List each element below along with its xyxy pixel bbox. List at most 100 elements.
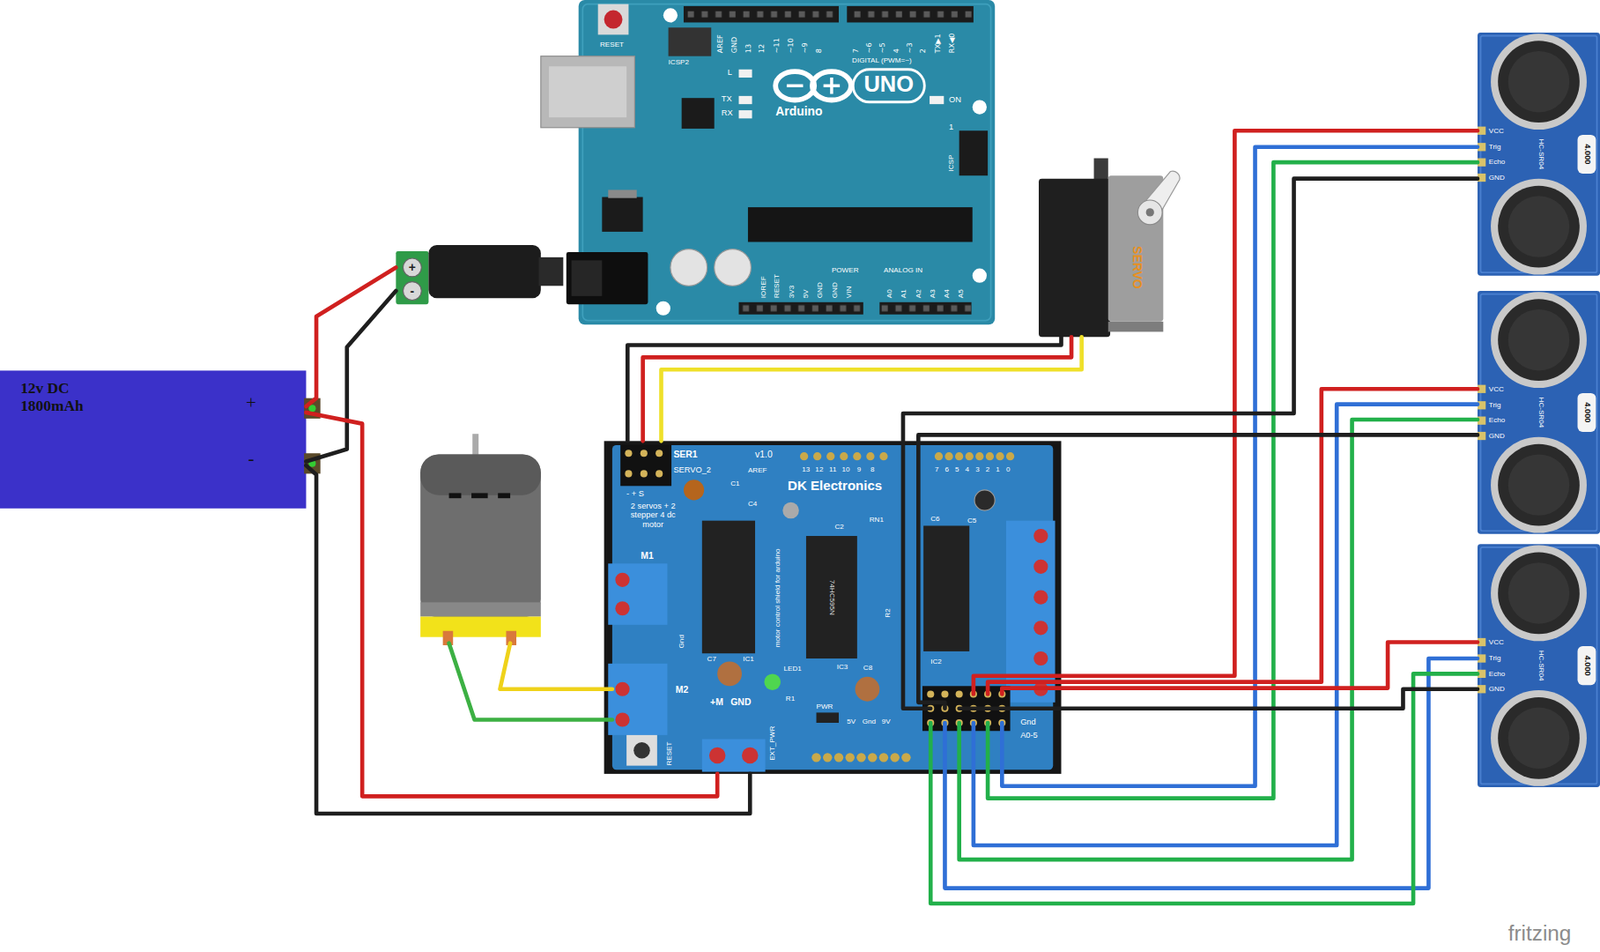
- board-label: RX: [721, 109, 734, 119]
- motor-shield-art: [1033, 651, 1048, 666]
- wire: [944, 658, 1478, 889]
- polarity-sign: -: [410, 284, 415, 298]
- board-label: IOREF: [759, 275, 768, 298]
- wire: [643, 336, 1072, 441]
- motor-wire: [500, 643, 613, 689]
- board-label: 5: [955, 465, 960, 474]
- header-holes: [955, 451, 963, 460]
- motor-shield-art: [1033, 589, 1048, 604]
- board-label: 11: [829, 465, 837, 474]
- arduino-board: [748, 207, 973, 242]
- board-label: Arduino: [775, 104, 823, 119]
- board-label: Gnd: [1020, 718, 1037, 727]
- pin-label: HC-SR04: [1537, 397, 1546, 429]
- dc-motor-art: [449, 492, 462, 498]
- board-label: AREF: [717, 34, 726, 53]
- motor-shield-art: [702, 739, 766, 772]
- board-label: - + S: [626, 489, 645, 499]
- board-label: SERVO_2: [673, 466, 712, 475]
- arduino-board: [607, 189, 637, 198]
- dc-jack-art: [428, 244, 541, 298]
- dc-jack-art: [395, 251, 429, 304]
- ultrasonic-sensor: VCCTrigEchoGNDHC-SR044.000: [1477, 543, 1600, 786]
- dc-motor-art: [497, 492, 511, 498]
- pin-label: GND: [1488, 431, 1505, 440]
- board-label: GND: [731, 37, 740, 54]
- board-label: 2: [985, 465, 991, 474]
- ultrasonic-sensor-art: [1477, 32, 1600, 276]
- arduino-board: [959, 130, 988, 176]
- motor-shield-art: [614, 600, 630, 615]
- board-label: 9V: [881, 717, 891, 726]
- pin-label: Trig: [1488, 142, 1502, 151]
- header-holes: [965, 451, 974, 460]
- motor-shield-art: [741, 747, 759, 764]
- motor-shield-art: [633, 741, 651, 759]
- motor-shield-art: [855, 676, 881, 702]
- motor-shield-art: [709, 747, 726, 764]
- board-label: C4: [748, 500, 757, 509]
- arduino-board: [879, 302, 971, 315]
- power-header-holes: [822, 752, 832, 762]
- servo-motor: SERVO: [1038, 158, 1182, 338]
- pin-label: GND: [1488, 173, 1505, 182]
- power-header-holes: [889, 752, 899, 762]
- power-header-holes: [845, 752, 855, 762]
- power-header-holes: [856, 752, 866, 762]
- analog-header-pins: [926, 689, 934, 697]
- board-label: RESET: [600, 40, 624, 49]
- motor-shield-art: [624, 469, 632, 477]
- wire: [305, 412, 718, 796]
- ultrasonic-sensor: VCCTrigEchoGNDHC-SR044.000: [1477, 32, 1600, 276]
- ultrasonic-sensor-art: [1477, 543, 1600, 787]
- board-label: RESET: [665, 740, 674, 765]
- ultrasonic-sensor: VCCTrigEchoGNDHC-SR044.000: [1477, 290, 1600, 533]
- battery-label: 12v DC 1800mAh: [20, 379, 123, 414]
- board-label: A0: [885, 288, 894, 298]
- arduino-board: [670, 249, 708, 287]
- arduino-board: [829, 77, 833, 95]
- board-label: DIGITAL (PWM=~): [851, 56, 912, 65]
- arduino-board: [739, 302, 864, 315]
- motor-shield: SER1SERVO_2v1.0AREF131211109876543210DK …: [604, 440, 1062, 774]
- board-label: RN1: [869, 515, 884, 524]
- motor-shield-art: [763, 673, 781, 690]
- board-label: C6: [930, 514, 940, 523]
- motor-shield-art: [1033, 559, 1048, 574]
- header-holes: [934, 451, 943, 460]
- header-holes: [866, 451, 875, 460]
- arduino-board: [739, 96, 753, 104]
- arduino-board: [879, 302, 971, 315]
- board-label: 4: [965, 465, 971, 474]
- analog-header-pins: [955, 689, 963, 697]
- board-label: 10: [841, 465, 850, 474]
- pin-label: 4.000: [1581, 655, 1591, 676]
- servo-motor-art: [1108, 321, 1164, 333]
- motor-shield-art: [614, 572, 630, 587]
- header-holes: [944, 451, 953, 460]
- power-header-holes: [867, 752, 877, 762]
- board-label: 9: [857, 465, 862, 474]
- dc-motor-art: [420, 601, 541, 616]
- dc-jack-adapter: +-: [395, 244, 562, 304]
- motor-shield-art: [614, 711, 630, 726]
- arduino-board: [571, 259, 603, 297]
- arduino-board: [548, 66, 627, 118]
- dc-jack-art: [402, 281, 422, 301]
- board-label: ~11: [773, 37, 782, 53]
- pin-label: Echo: [1488, 416, 1505, 425]
- motor-shield-art: [717, 660, 742, 686]
- board-label: 1: [995, 465, 1000, 474]
- board-label: 13: [801, 465, 810, 474]
- arduino-board: [683, 6, 839, 23]
- board-label: ~6: [866, 42, 875, 53]
- header-holes: [995, 451, 1004, 460]
- pin-label: GND: [1488, 684, 1505, 693]
- motor-wire: [449, 643, 613, 720]
- board-label: AREF: [748, 466, 768, 475]
- arduino-board: [540, 0, 995, 325]
- motor-shield-art: [640, 449, 648, 457]
